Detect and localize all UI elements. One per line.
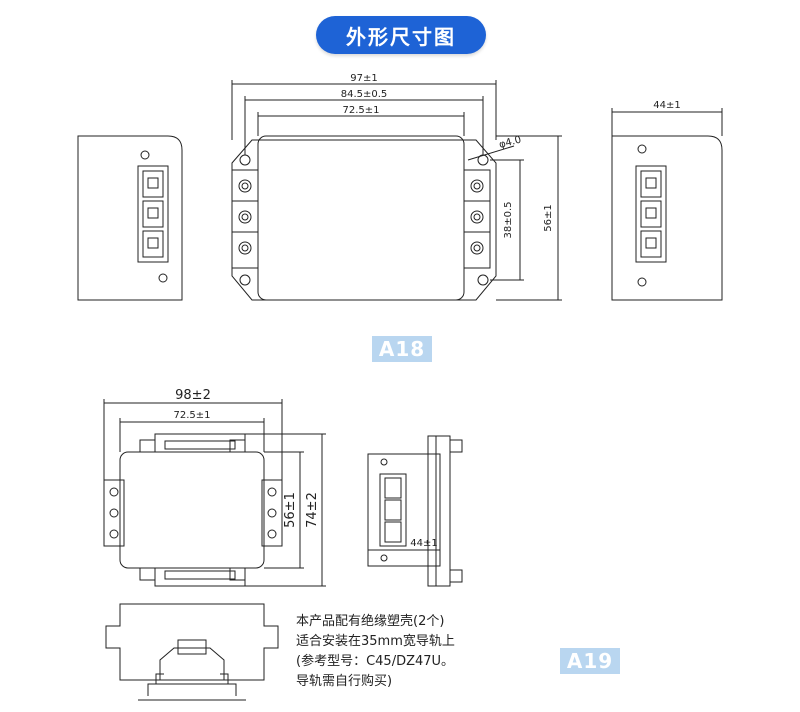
a18-width-dimensions (231, 80, 497, 155)
section-title: 外形尺寸图 (316, 16, 486, 54)
note-line: 本产品配有绝缘塑壳(2个) (296, 614, 445, 629)
a19-model-label: A19 (560, 648, 620, 674)
a19-dim-inner-width: 72.5±1 (173, 410, 210, 421)
a19-dim-height: 56±1 (283, 492, 298, 528)
a19-dim-total-width: 98±2 (175, 388, 211, 403)
a18-dim-total-width: 97±1 (350, 73, 377, 84)
a18-dim-height: 56±1 (543, 204, 554, 231)
a18-right-side-view (611, 108, 723, 301)
a18-dim-mid-width: 84.5±0.5 (341, 89, 388, 100)
a18-height-dimensions (490, 135, 562, 301)
note-line: 导轨需自行购买) (296, 674, 393, 689)
a18-model-label: A18 (372, 336, 432, 362)
installation-note: 本产品配有绝缘塑壳(2个) 适合安装在35mm宽导轨上 (参考型号：C45/DZ47… (296, 612, 455, 692)
a18-hole-leader (467, 145, 515, 161)
a18-front-view (231, 135, 497, 301)
a18-dim-side-width: 44±1 (653, 100, 680, 111)
a19-side-view (367, 435, 463, 587)
note-line: (参考型号：C45/DZ47U。 (296, 654, 455, 669)
note-line: 适合安装在35mm宽导轨上 (296, 634, 455, 649)
a19-bottom-view (105, 603, 279, 701)
a19-dimensions (103, 399, 326, 587)
a19-dim-total-height: 74±2 (305, 492, 320, 528)
a18-dim-inner-width: 72.5±1 (342, 105, 379, 116)
a18-left-side-view (77, 135, 183, 301)
a18-dim-hole: φ4.0 (498, 134, 523, 150)
a19-front-view (103, 433, 283, 587)
a18-dim-hole-spacing: 38±0.5 (503, 201, 514, 238)
a19-dim-side-width: 44±1 (410, 538, 437, 549)
